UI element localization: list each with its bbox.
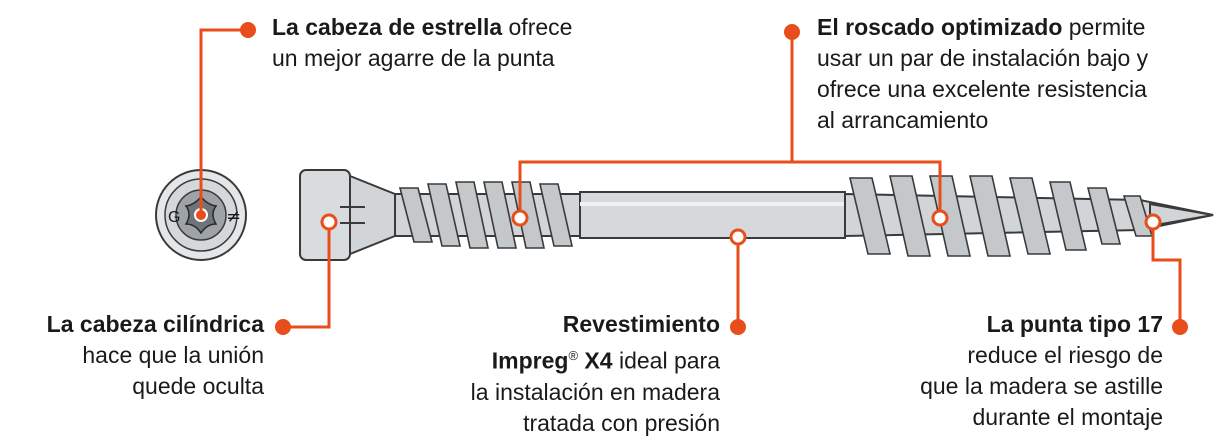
callout-star-head: La cabeza de estrella ofrece un mejor ag… — [272, 12, 572, 74]
cyl-head-line3: quede oculta — [132, 373, 264, 399]
thread-line4: al arrancamiento — [817, 107, 989, 133]
leader-star-head — [199, 28, 248, 215]
thread-line2: usar un par de instalación bajo y — [817, 45, 1149, 71]
screw-diagram: G ≠ — [155, 22, 1214, 335]
screw-side-view — [299, 169, 1214, 261]
thread-title: El roscado optimizado — [817, 14, 1063, 40]
star-head-line2: un mejor agarre de la punta — [272, 45, 555, 71]
smooth-shank — [579, 191, 846, 239]
coating-brand: Impreg — [491, 347, 569, 374]
screw-point-markers — [320, 209, 1162, 246]
thread-line3: ofrece una excelente resistencia — [817, 76, 1147, 102]
leader-cylindrical-head — [283, 222, 331, 329]
cyl-head-title: La cabeza cilíndrica — [46, 311, 264, 337]
tip-line4: durante el montaje — [972, 404, 1163, 430]
leader-tip — [1151, 222, 1182, 327]
lower-thread-flights — [848, 175, 1154, 257]
coating-line4: tratada con presión — [523, 409, 720, 436]
tip-line2: reduce el riesgo de — [967, 342, 1163, 368]
leader-thread-b — [792, 160, 942, 218]
coating-line3: la instalación en madera — [470, 378, 720, 405]
head-mark-left: G — [168, 209, 180, 226]
upper-thread-flights — [398, 181, 574, 249]
head-mark-right: ≠ — [226, 206, 241, 227]
leader-thread — [518, 32, 794, 218]
callout-leaders — [199, 28, 1182, 329]
registered-mark: ® — [568, 348, 579, 363]
callout-thread: El roscado optimizado permite usar un pa… — [817, 12, 1148, 136]
callout-coating: Revestimiento Impreg® X4 ideal para la i… — [400, 309, 720, 439]
tip-title: La punta tipo 17 — [986, 311, 1163, 337]
callout-dots — [240, 22, 1188, 335]
star-head-title: La cabeza de estrella — [272, 14, 503, 40]
tip-line3: que la madera se astille — [920, 373, 1163, 399]
callout-cylindrical-head: La cabeza cilíndrica hace que la unión q… — [0, 309, 264, 402]
cyl-head-line2: hace que la unión — [82, 342, 264, 368]
coating-title: Revestimiento — [562, 311, 720, 337]
callout-tip: La punta tipo 17 reduce el riesgo de que… — [820, 309, 1163, 433]
